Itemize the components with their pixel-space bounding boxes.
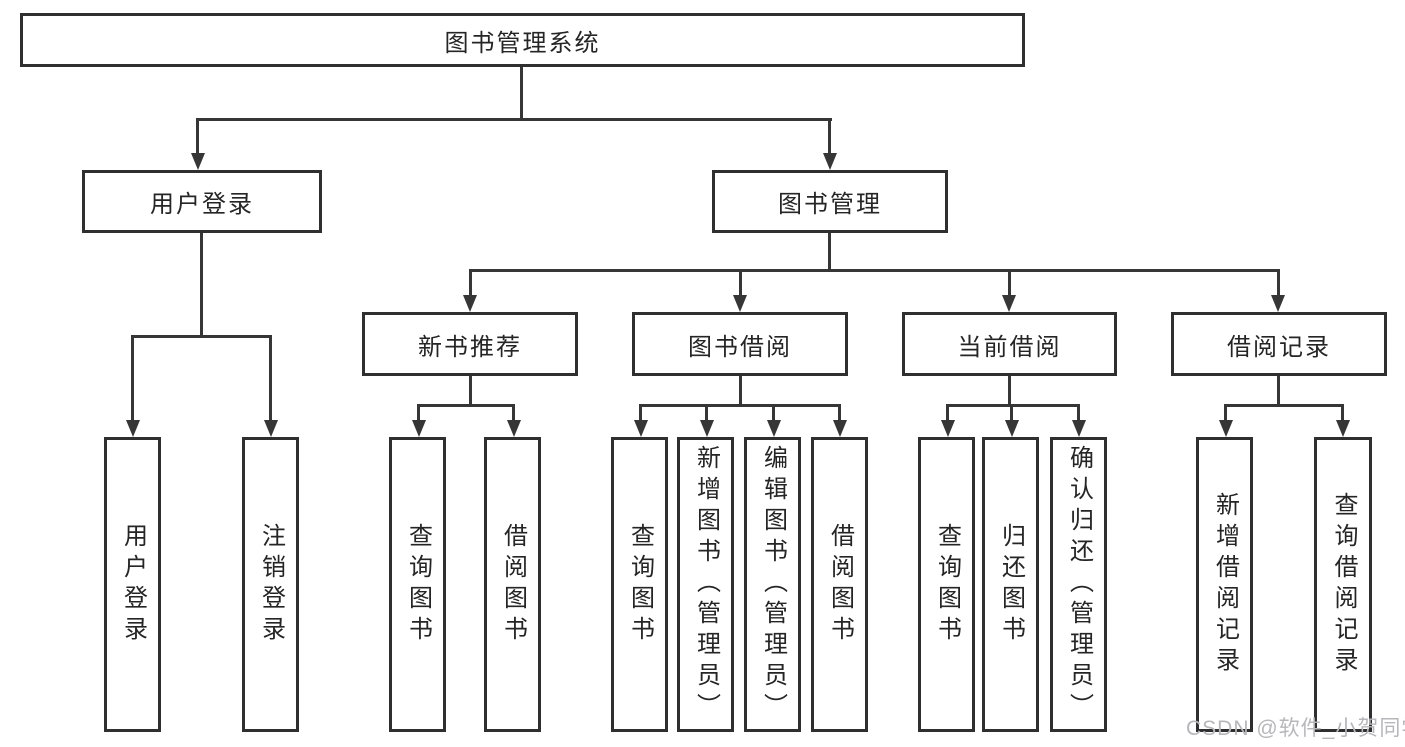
- arrowhead-borrow-books-1: [507, 420, 521, 437]
- connector-drop-current-borrow: [1008, 269, 1011, 297]
- connector-level2-split: [196, 118, 832, 121]
- node-logout: 注销登录: [242, 437, 299, 732]
- node-book-borrow: 图书借阅: [632, 312, 848, 376]
- leaf-label: 新增借阅记录: [1211, 491, 1239, 678]
- connector-borrow-records-stem: [1277, 376, 1280, 407]
- leaf-label: 借阅图书: [499, 522, 527, 647]
- connector-drop-borrow-records: [1277, 269, 1280, 297]
- arrowhead-add-book: [700, 420, 714, 437]
- leaf-label: 编辑图书（管理员）: [759, 445, 787, 724]
- arrowhead-logout: [264, 420, 278, 437]
- leaf-label: 查询图书: [626, 522, 654, 647]
- node-borrow-records: 借阅记录: [1171, 312, 1387, 376]
- connector-drop-new-book: [469, 269, 472, 297]
- connector-stub-confirm-return: [1077, 404, 1080, 421]
- arrowhead-book-borrow: [733, 295, 747, 312]
- arrowhead-confirm-return: [1072, 420, 1086, 437]
- arrowhead-user-login: [191, 153, 205, 170]
- connector-borrow-records-split: [1224, 404, 1344, 407]
- node-add-book-admin: 新增图书（管理员）: [677, 437, 734, 732]
- node-query-books-borrow: 查询图书: [611, 437, 668, 732]
- connector-drop-book-borrow: [739, 269, 742, 297]
- connector-stub-add-record: [1224, 404, 1227, 421]
- leaf-label: 借阅图书: [826, 522, 854, 647]
- leaf-label: 注销登录: [257, 522, 285, 647]
- connector-level3-split: [469, 269, 1280, 272]
- node-borrow-books-borrow: 借阅图书: [811, 437, 868, 732]
- connector-book-borrow-split: [639, 404, 841, 407]
- connector-drop-logout: [269, 335, 272, 422]
- leaf-label: 用户登录: [119, 522, 147, 647]
- connector-user-login-stem: [200, 233, 203, 338]
- connector-root-stem: [520, 67, 523, 119]
- arrowhead-add-record: [1219, 420, 1233, 437]
- connector-book-borrow-stem: [739, 376, 742, 407]
- connector-stub-return-book: [1010, 404, 1013, 421]
- arrowhead-query-books-3: [941, 420, 955, 437]
- connector-current-borrow-split: [946, 404, 1080, 407]
- arrowhead-book-management: [823, 153, 837, 170]
- node-book-management: 图书管理: [712, 170, 948, 233]
- node-query-books-current: 查询图书: [918, 437, 975, 732]
- connector-stub-query-record: [1341, 404, 1344, 421]
- node-new-book-recommend: 新书推荐: [362, 312, 578, 376]
- leaf-label: 确认归还（管理员）: [1065, 445, 1093, 724]
- connector-stub-borrow-books-2: [838, 404, 841, 421]
- leaf-label: 查询图书: [933, 522, 961, 647]
- connector-stub-query-books-3: [946, 404, 949, 421]
- node-return-book: 归还图书: [982, 437, 1039, 732]
- node-edit-book-admin: 编辑图书（管理员）: [744, 437, 801, 732]
- connector-drop-login: [131, 335, 134, 422]
- arrowhead-borrow-records: [1271, 295, 1285, 312]
- node-login: 用户登录: [104, 437, 161, 732]
- connector-book-management-stem: [828, 233, 831, 272]
- connector-stub-edit-book: [772, 404, 775, 421]
- connector-new-book-split: [417, 404, 515, 407]
- arrowhead-query-books-2: [634, 420, 648, 437]
- connector-stub-query-books-1: [417, 404, 420, 421]
- arrowhead-new-book: [463, 295, 477, 312]
- connector-stub-add-book: [705, 404, 708, 421]
- node-user-login: 用户登录: [82, 170, 322, 233]
- connector-current-borrow-stem: [1008, 376, 1011, 407]
- csdn-watermark: CSDN @软件_小贺同学: [1186, 717, 1405, 740]
- leaf-label: 新增图书（管理员）: [692, 445, 720, 724]
- connector-user-login-split: [131, 335, 272, 338]
- leaf-label: 查询借阅记录: [1330, 491, 1357, 678]
- connector-drop-book-management: [828, 118, 831, 155]
- arrowhead-edit-book: [767, 420, 781, 437]
- arrowhead-borrow-books-2: [833, 420, 847, 437]
- arrowhead-current-borrow: [1002, 295, 1016, 312]
- connector-stub-query-books-2: [639, 404, 642, 421]
- node-query-books-recommend: 查询图书: [389, 437, 446, 732]
- node-library-management-system: 图书管理系统: [20, 13, 1025, 67]
- node-query-borrow-record: 查询借阅记录: [1314, 437, 1372, 732]
- arrowhead-query-books-1: [412, 420, 426, 437]
- node-borrow-books-recommend: 借阅图书: [484, 437, 541, 732]
- leaf-label: 归还图书: [997, 522, 1025, 647]
- node-current-borrow: 当前借阅: [902, 312, 1117, 376]
- connector-drop-user-login: [196, 118, 199, 155]
- node-confirm-return-admin: 确认归还（管理员）: [1050, 437, 1107, 732]
- arrowhead-query-record: [1336, 420, 1350, 437]
- connector-stub-borrow-books-1: [512, 404, 515, 421]
- leaf-label: 查询图书: [404, 522, 432, 647]
- node-add-borrow-record: 新增借阅记录: [1196, 437, 1253, 732]
- connector-new-book-stem: [469, 376, 472, 407]
- arrowhead-return-book: [1005, 420, 1019, 437]
- arrowhead-login: [126, 420, 140, 437]
